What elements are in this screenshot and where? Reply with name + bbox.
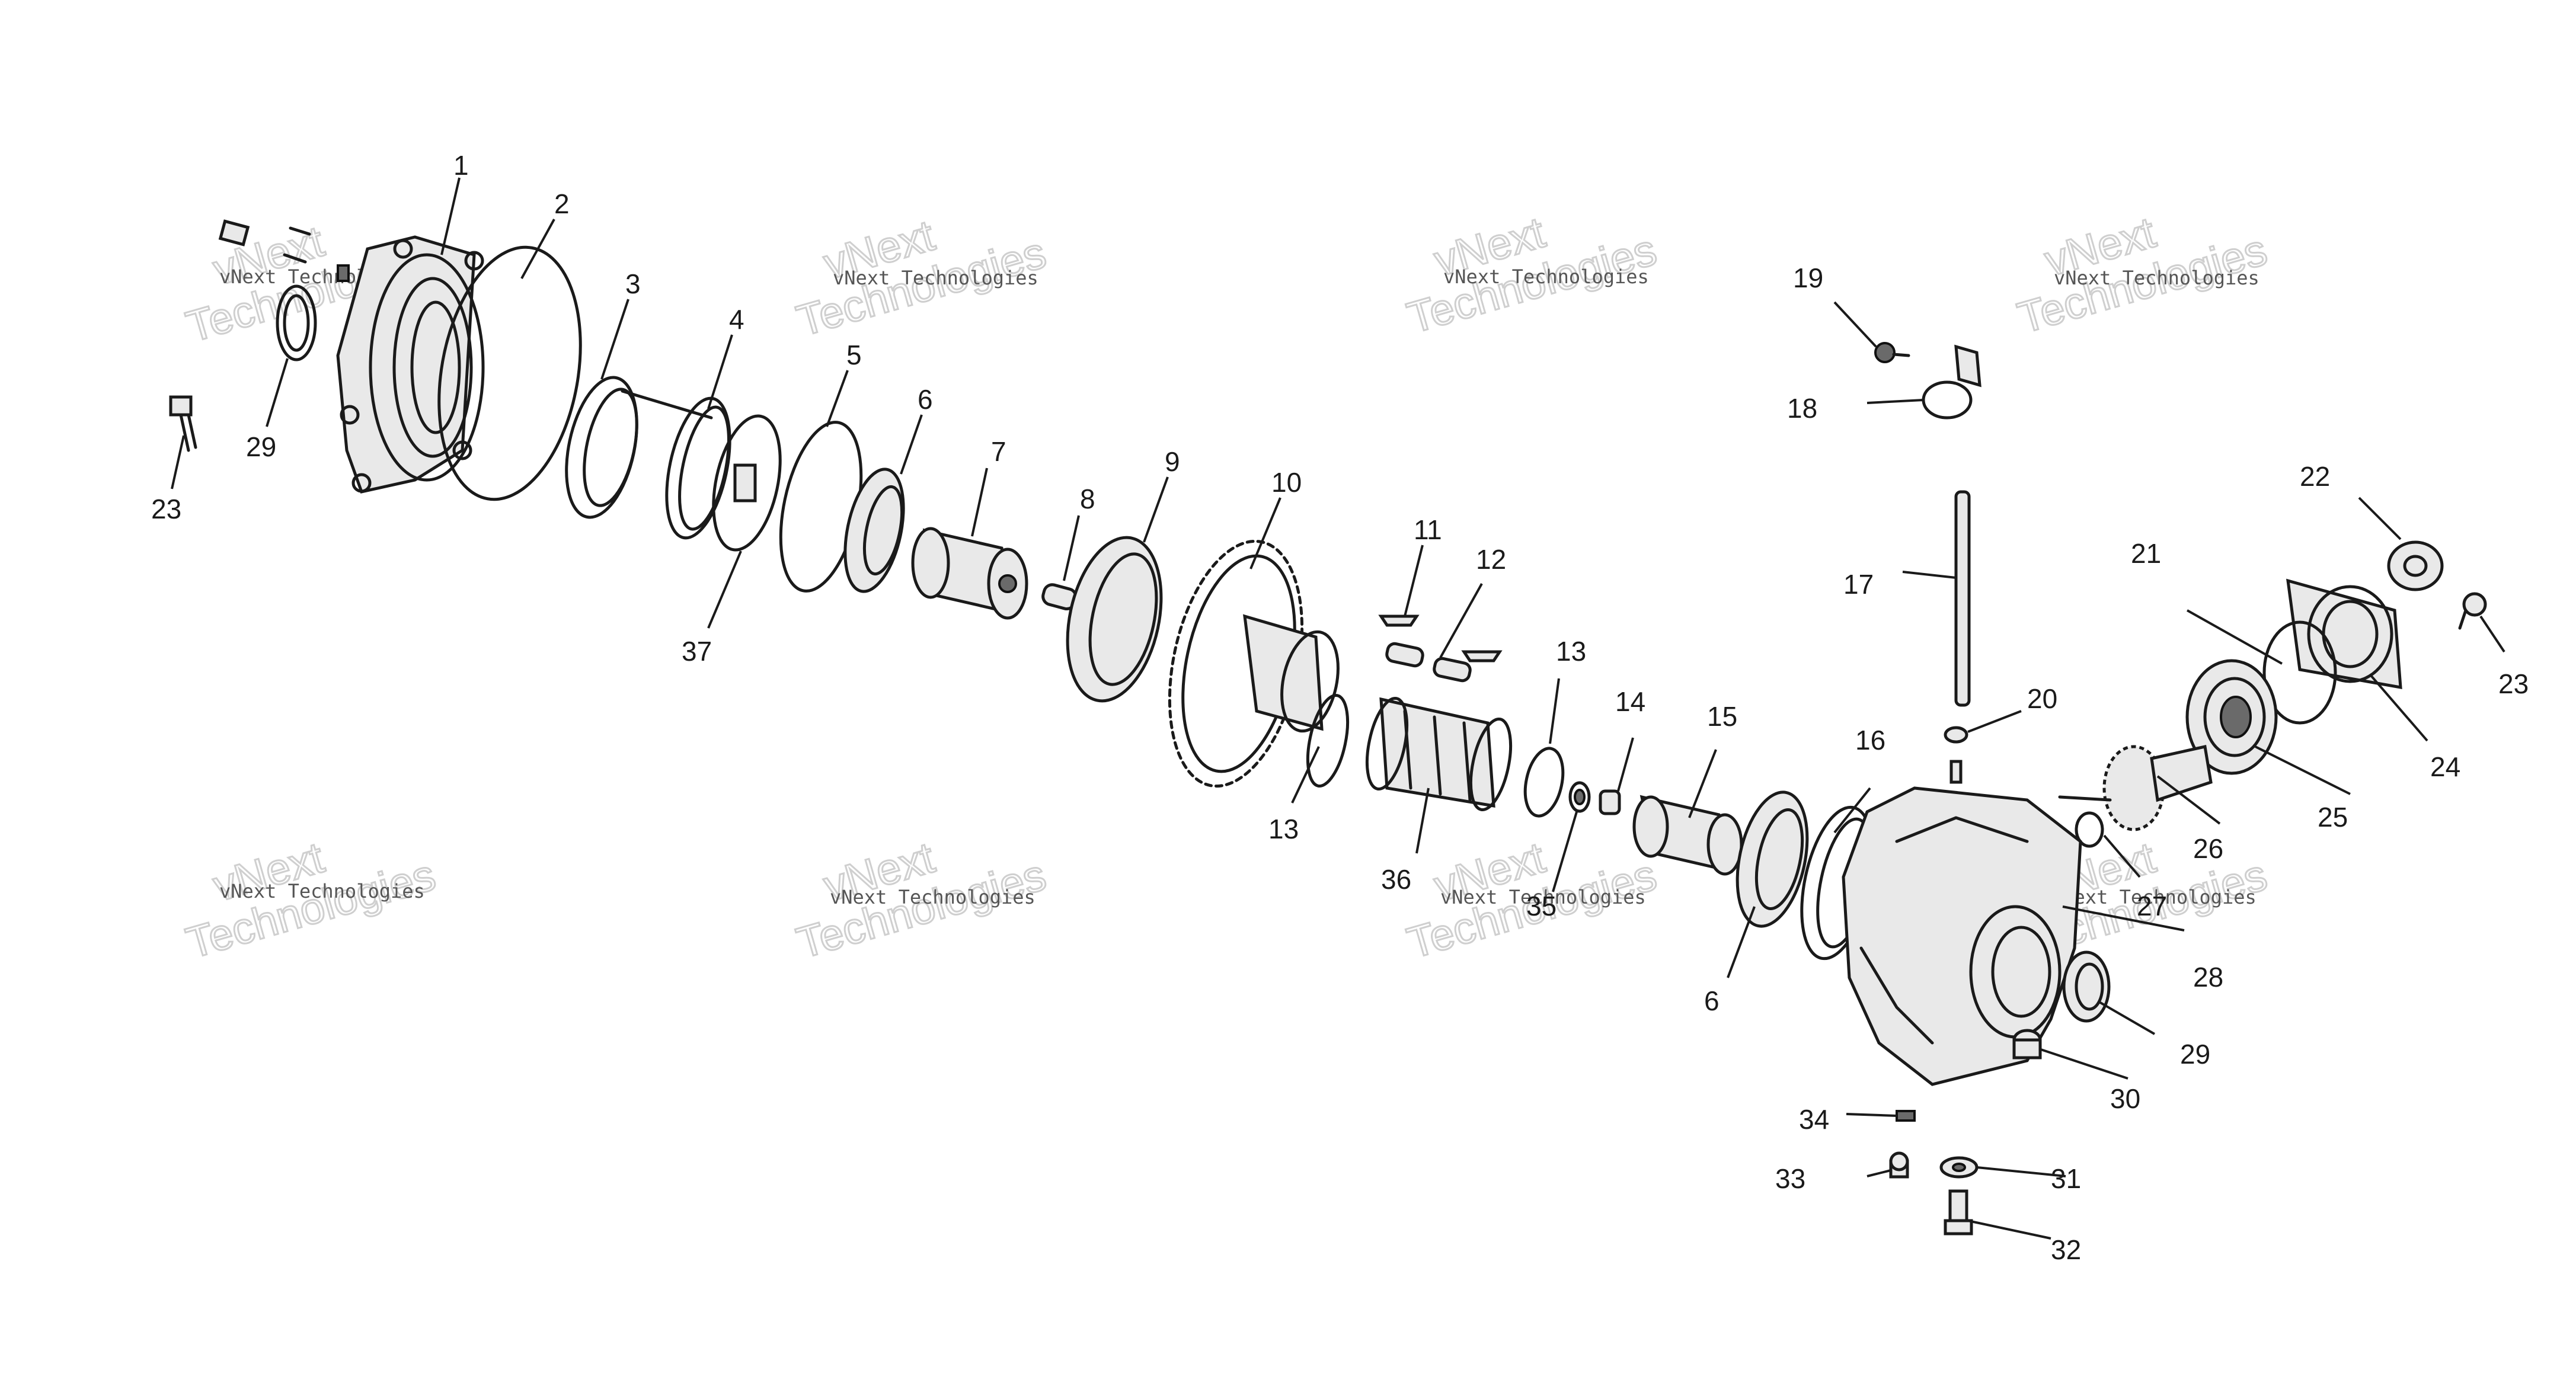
callout-9: 9	[1165, 446, 1180, 477]
callout-25: 25	[2318, 802, 2348, 833]
part-19-screw	[1874, 342, 1910, 363]
leader-lines	[171, 177, 2505, 1240]
part-23-bolt	[2458, 592, 2487, 630]
callout-2: 2	[554, 188, 570, 219]
callout-21: 21	[2131, 538, 2161, 569]
callout-13: 13	[1556, 636, 1586, 667]
callout-6: 6	[918, 384, 933, 415]
part-29-seal	[276, 284, 317, 361]
part-35-washer	[1568, 781, 1591, 813]
part-15-sleeve	[1632, 795, 1743, 876]
part-3-spring	[621, 389, 713, 420]
callout-3: 3	[625, 268, 641, 299]
part-34-screw	[1896, 1110, 1916, 1122]
callout-numbers: 1 2 3 4 5 6 7 8 9 10 11 12 13 13 14 15 1…	[151, 150, 2529, 1265]
callout-13: 13	[1268, 814, 1299, 844]
part-25-bearing	[2185, 659, 2278, 775]
part-29-seal	[2062, 950, 2111, 1023]
part-14-bushing	[1599, 789, 1621, 815]
part-6-bearing	[843, 468, 905, 593]
part-26-pinion-gear	[2058, 744, 2213, 831]
callout-8: 8	[1080, 484, 1095, 514]
part-37-plate	[712, 414, 782, 552]
callout-29: 29	[2180, 1039, 2210, 1070]
callout-23: 23	[151, 494, 181, 524]
callout-18: 18	[1787, 393, 1817, 424]
callout-20: 20	[2027, 683, 2057, 714]
part-24-bearing-housing	[2286, 578, 2402, 690]
callout-31: 31	[2051, 1163, 2081, 1194]
part-7-sleeve	[911, 527, 1028, 620]
part-32-drain-bolt	[1944, 1189, 1973, 1235]
callout-29: 29	[246, 431, 276, 462]
watermark-text: vNext Technologies	[830, 886, 1035, 908]
callout-28: 28	[2193, 962, 2223, 993]
part-17-shaft	[1954, 490, 1971, 707]
part-28-main-case	[1842, 786, 2082, 1086]
watermark-text: vNext Technologies	[1440, 886, 1646, 908]
callout-35: 35	[1526, 891, 1557, 921]
part-18-clamp	[1922, 344, 1981, 420]
parts	[169, 219, 2487, 1235]
watermark-text: vNext Technologies	[2051, 886, 2257, 908]
callout-16: 16	[1855, 725, 1885, 756]
part-3-seal-ring	[565, 376, 638, 519]
part-36-roller-cage	[1365, 696, 1513, 812]
part-1-cover-housing	[336, 235, 485, 494]
part-small-hardware	[218, 219, 350, 282]
callout-17: 17	[1843, 569, 1874, 600]
part-12-roller	[1385, 642, 1472, 683]
callout-10: 10	[1271, 467, 1302, 498]
callout-12: 12	[1476, 544, 1506, 575]
callout-23: 23	[2498, 668, 2529, 699]
part-4-ring	[665, 396, 731, 540]
part-22-washer	[2387, 540, 2444, 591]
part-2-o-ring	[437, 245, 582, 501]
part-33-plug	[1889, 1151, 1909, 1179]
part-20-fitting	[1944, 726, 1968, 784]
watermark-text: vNext Technologies	[1443, 265, 1649, 288]
part-13-snap-ring	[1306, 693, 1350, 788]
watermark-text: vNext Technologies	[833, 267, 1038, 289]
callout-33: 33	[1775, 1163, 1805, 1194]
part-21-o-ring	[2262, 620, 2337, 725]
callout-11: 11	[1414, 514, 1442, 545]
callout-14: 14	[1615, 686, 1645, 717]
callout-27: 27	[2137, 891, 2167, 921]
callout-24: 24	[2430, 751, 2460, 782]
callout-15: 15	[1707, 701, 1737, 732]
part-31-washer	[1939, 1156, 1979, 1179]
part-13-snap-ring	[1523, 747, 1565, 818]
watermark-text: vNext Technologies	[219, 880, 425, 902]
callout-6: 6	[1704, 985, 1720, 1016]
callout-22: 22	[2300, 461, 2330, 492]
callout-34: 34	[1799, 1104, 1829, 1135]
callout-5: 5	[846, 340, 862, 370]
callout-19: 19	[1793, 263, 1823, 293]
part-23-bolt	[169, 395, 197, 452]
part-27-shim	[2075, 811, 2104, 848]
callout-4: 4	[729, 304, 744, 335]
part-6-bearing	[1736, 790, 1809, 928]
callout-36: 36	[1381, 864, 1411, 895]
callout-1: 1	[453, 150, 469, 181]
callout-7: 7	[991, 436, 1006, 467]
callout-32: 32	[2051, 1234, 2081, 1265]
watermark-text: vNext Technologies	[2054, 267, 2259, 289]
part-10-ring-gear	[1168, 539, 1340, 788]
callout-30: 30	[2110, 1083, 2140, 1114]
part-30-plug	[2012, 1029, 2042, 1059]
part-9-bearing	[1066, 536, 1163, 703]
callout-26: 26	[2193, 833, 2223, 864]
callout-37: 37	[682, 636, 712, 667]
